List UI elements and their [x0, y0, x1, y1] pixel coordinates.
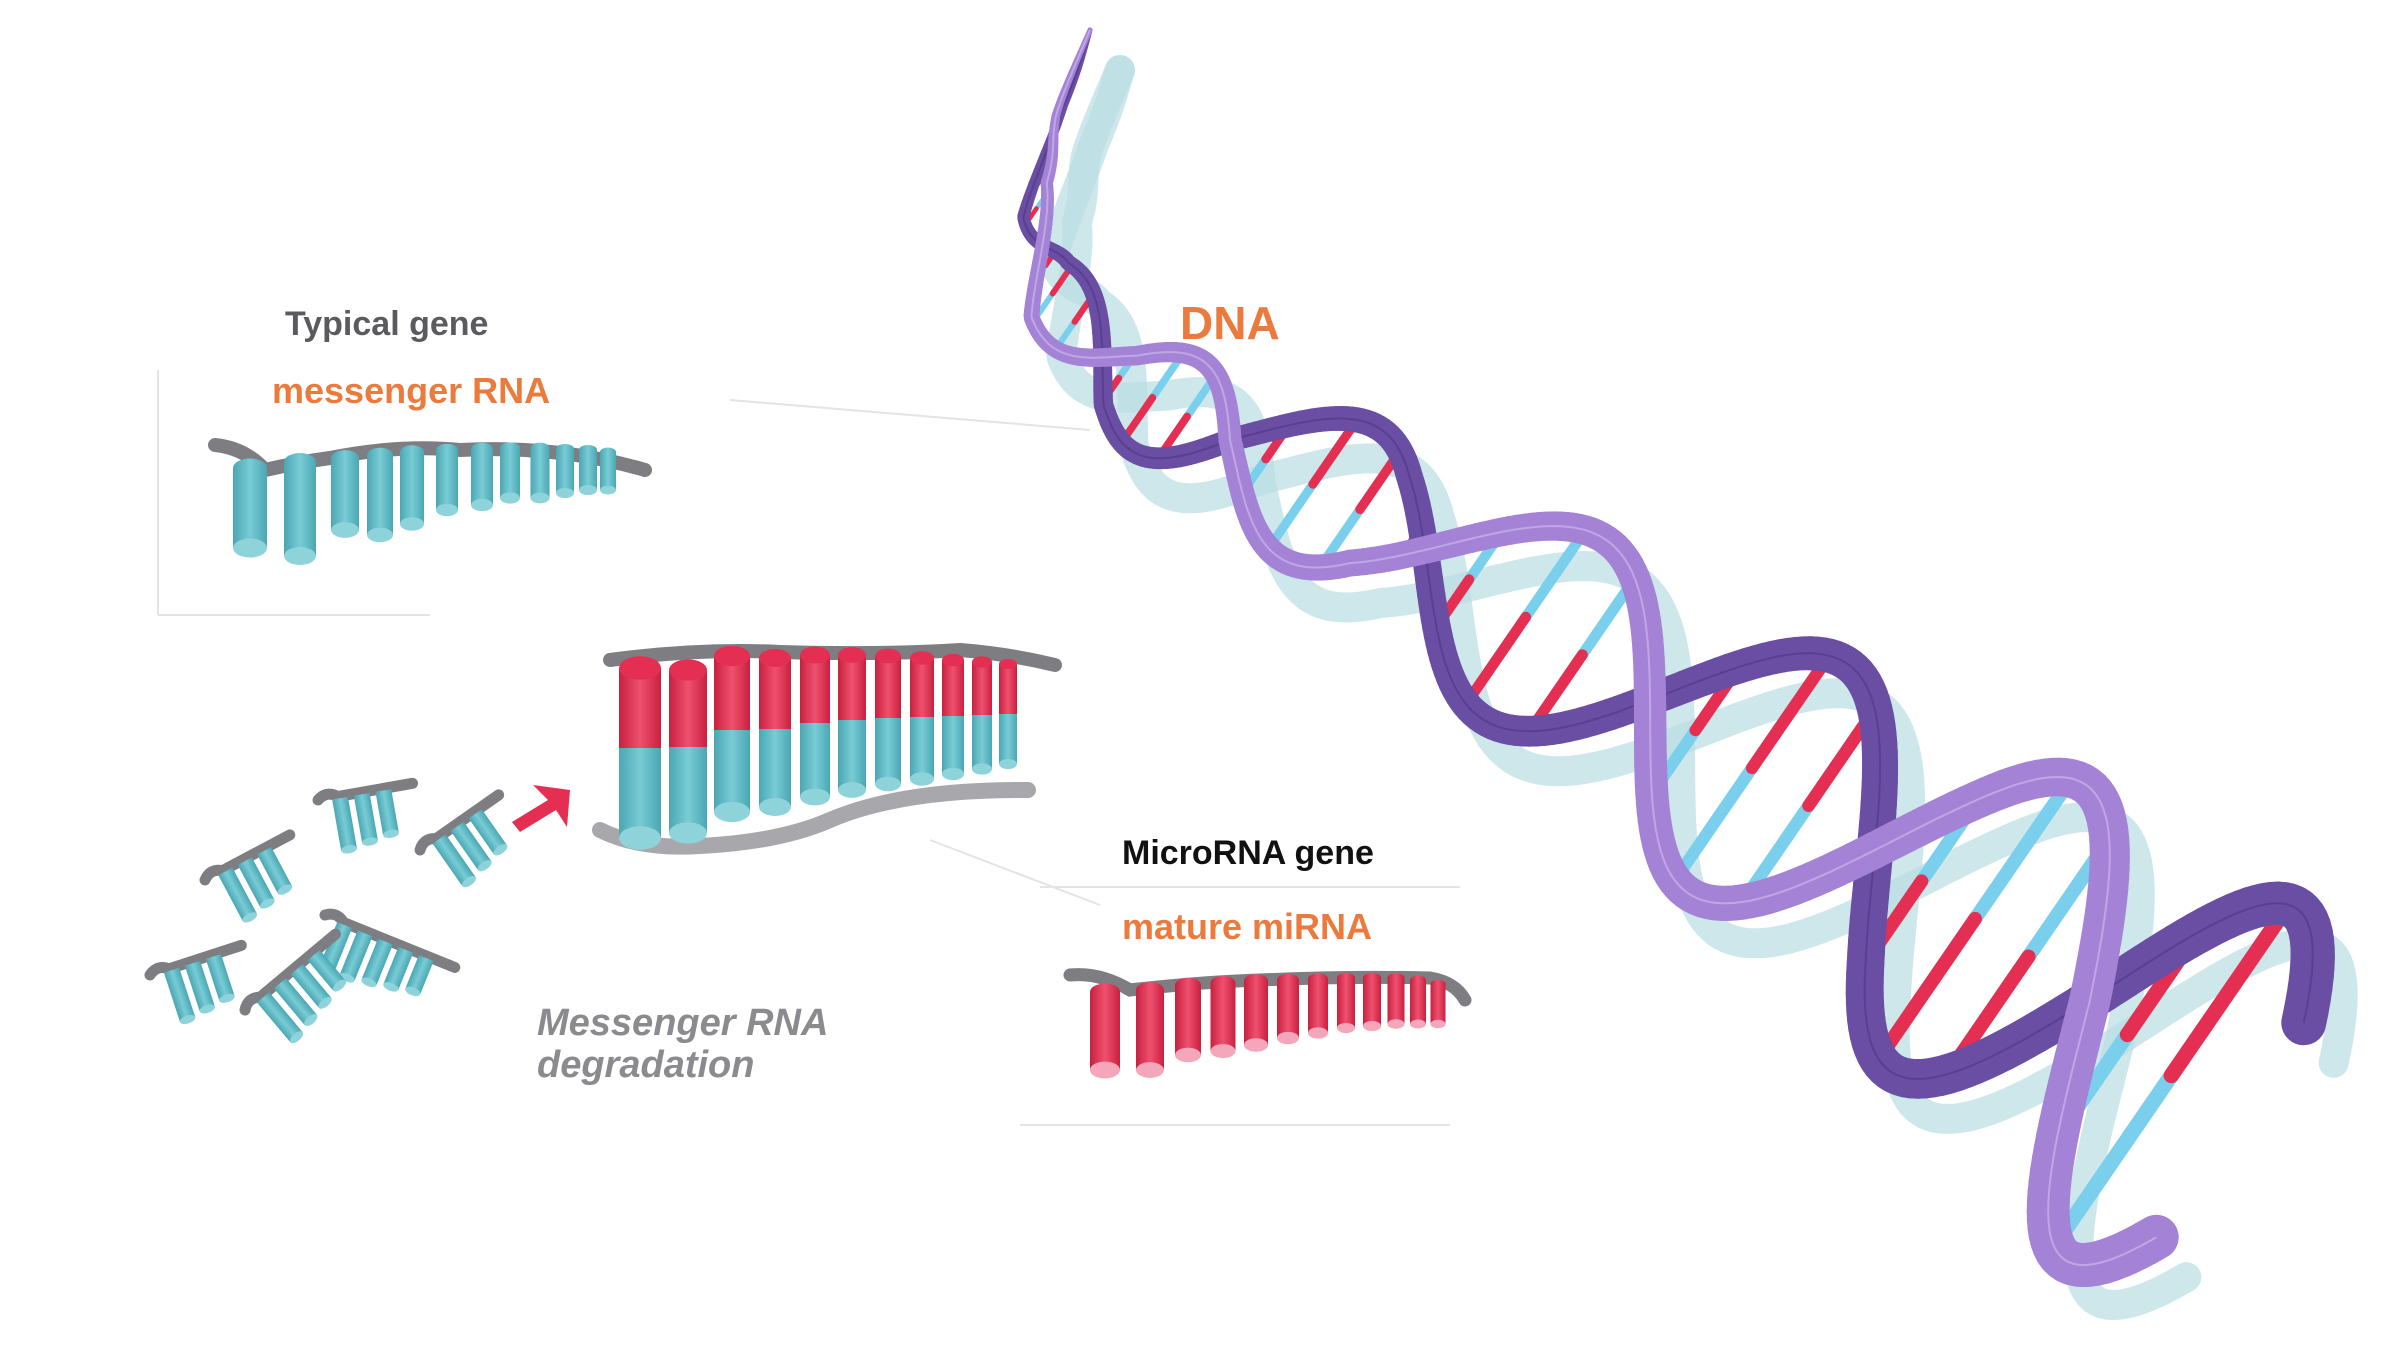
dna-double-helix: [1024, 30, 2343, 1305]
red-arrow-icon: [512, 785, 570, 832]
degraded-fragments: [149, 779, 532, 1054]
mrna-degradation-label: Messenger RNA degradation: [537, 1002, 877, 1086]
dna-label: DNA: [1180, 296, 1280, 350]
typical-gene-label: Typical gene: [285, 305, 488, 344]
mature-mirna-strand: [1070, 973, 1465, 1078]
degradation-label-line2: degradation: [537, 1044, 754, 1086]
mrna-mirna-duplex: [600, 646, 1055, 850]
messenger-rna-strand: [215, 442, 645, 565]
mature-mirna-label: mature miRNA: [1122, 906, 1372, 948]
microrna-gene-label: MicroRNA gene: [1122, 834, 1374, 873]
messenger-rna-label: messenger RNA: [272, 370, 550, 412]
degradation-label-line1: Messenger RNA: [537, 1002, 828, 1044]
